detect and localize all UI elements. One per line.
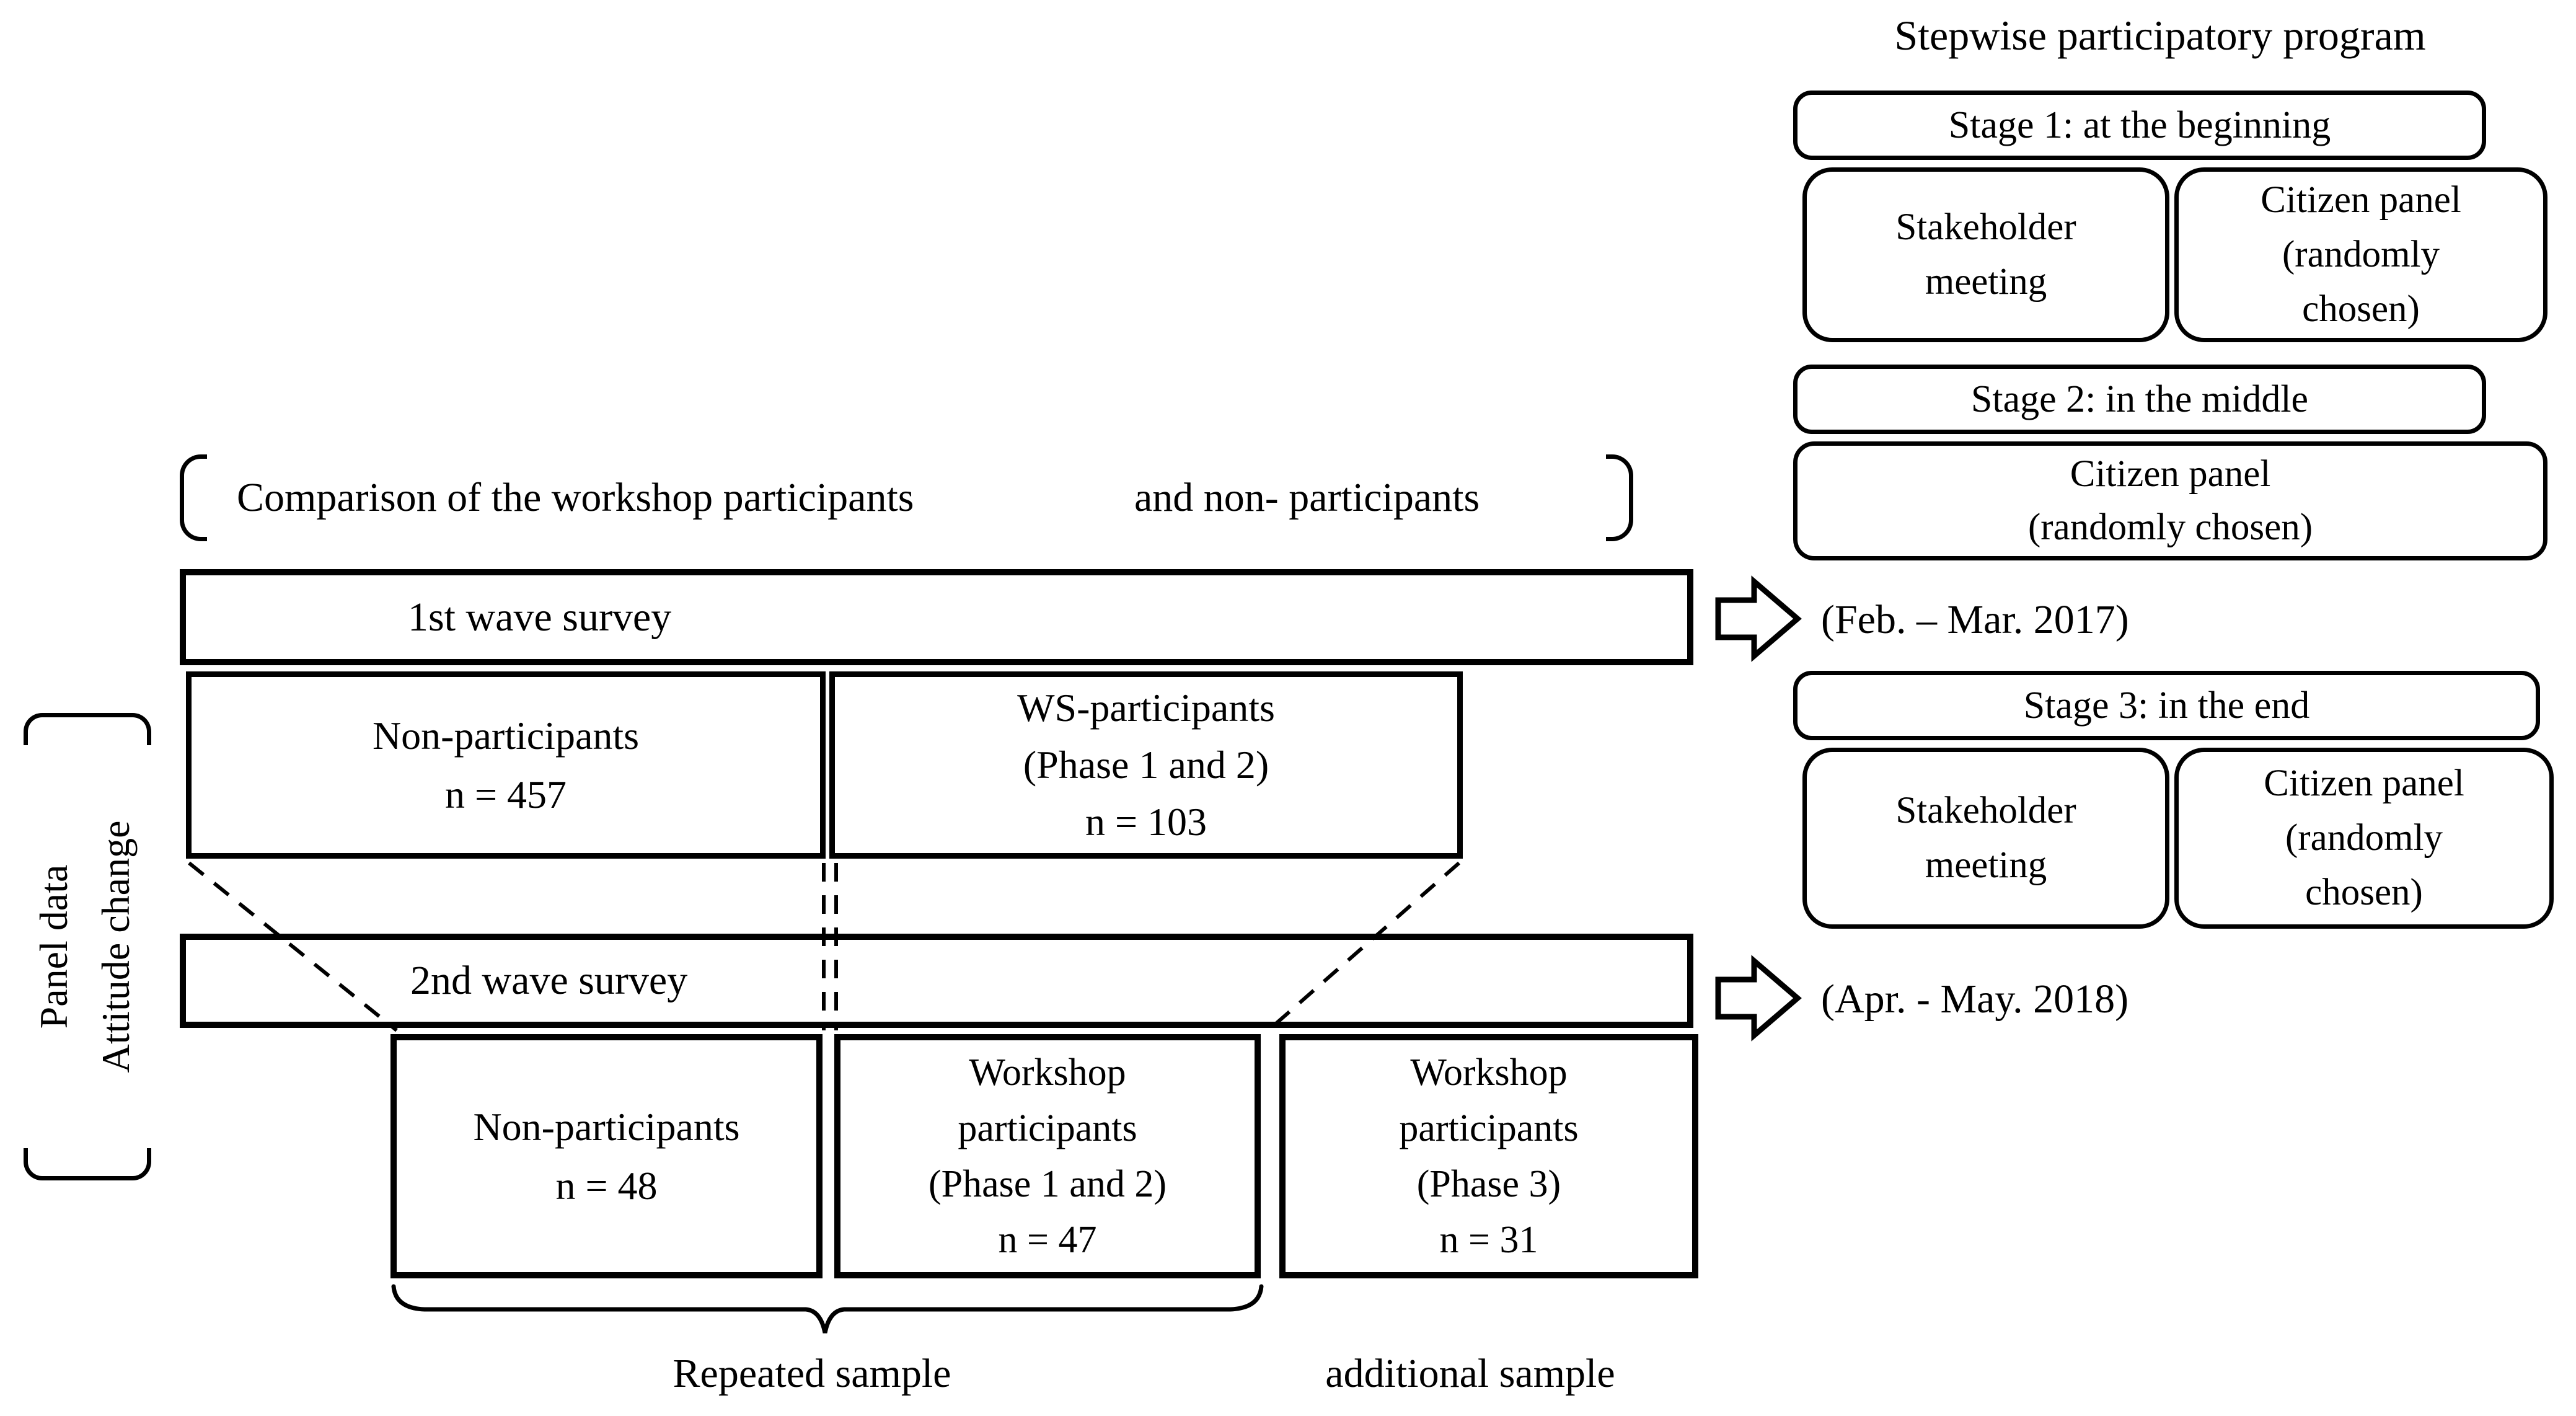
wave2-ws-phase12-box: Workshop participants (Phase 1 and 2) n … [834,1034,1261,1278]
panel-data-line: Panel data [32,864,76,1029]
panel-bracket-bottom-icon [24,1148,151,1180]
wave1-right-arrow-icon [1715,575,1802,662]
wave1-date-label: (Feb. – Mar. 2017) [1821,597,2129,642]
comparison-bracket-right-icon [1606,454,1633,541]
wave2-ws12-line2: participants [958,1107,1137,1149]
stage1-stakeholder-meeting-box: Stakeholder meeting [1802,167,2169,342]
wave2-bar: 2nd wave survey [180,934,1693,1028]
stage3-citizen-line3: chosen) [2305,872,2423,913]
comparison-row: Comparison of the workshop participants … [180,454,1633,541]
stage1-header-label: Stage 1: at the beginning [1948,104,2331,146]
wave2-np-line1: Non-participants [473,1105,740,1149]
wave2-date-label: (Apr. - May. 2018) [1821,976,2129,1022]
wave1-ws-line2: (Phase 1 and 2) [1023,743,1269,787]
stage2-header-box: Stage 2: in the middle [1793,365,2486,434]
wave1-bar: 1st wave survey [180,569,1693,665]
comparison-text-right: and non- participants [1134,475,1480,520]
wave2-ws12-count: n = 47 [998,1219,1097,1261]
wave2-ws3-count: n = 31 [1439,1219,1538,1261]
wave1-np-line1: Non-participants [372,714,640,758]
wave1-ws-count: n = 103 [1085,800,1207,844]
wave2-ws3-line2: participants [1399,1107,1579,1149]
stage3-header-label: Stage 3: in the end [2023,684,2310,727]
wave2-ws12-line3: (Phase 1 and 2) [929,1163,1167,1205]
stage2-header-label: Stage 2: in the middle [1970,378,2309,420]
panel-bracket-top-icon [24,713,151,745]
attitude-change-line: Attitude change [94,820,138,1073]
wave2-bar-label: 2nd wave survey [410,958,688,1003]
stage3-stakeholder-line1: Stakeholder [1895,790,2076,831]
stage3-stakeholder-line2: meeting [1925,844,2047,886]
stage3-citizen-panel-box: Citizen panel (randomly chosen) [2174,748,2554,929]
stage3-citizen-line2: (randomly [2285,817,2443,859]
wave2-non-participants-box: Non-participants n = 48 [390,1034,823,1278]
wave1-ws-line1: WS-participants [1017,686,1275,730]
comparison-bracket-left-icon [180,454,207,541]
stage2-citizen-line2: (randomly chosen) [2027,507,2313,548]
stage3-header-box: Stage 3: in the end [1793,671,2540,740]
repeated-sample-brace-icon [391,1284,1264,1334]
wave2-ws-phase3-box: Workshop participants (Phase 3) n = 31 [1279,1034,1698,1278]
stage3-stakeholder-meeting-box: Stakeholder meeting [1802,748,2169,929]
wave2-np-count: n = 48 [555,1164,658,1208]
repeated-sample-label: Repeated sample [673,1351,951,1396]
stage1-citizen-line3: chosen) [2302,288,2420,330]
stage1-citizen-line1: Citizen panel [2261,179,2461,221]
stage2-citizen-panel-box: Citizen panel (randomly chosen) [1793,441,2547,560]
stage1-stakeholder-line1: Stakeholder [1895,206,2076,248]
wave2-right-arrow-icon [1715,955,1802,1042]
stage1-header-box: Stage 1: at the beginning [1793,91,2486,160]
stage3-citizen-line1: Citizen panel [2264,763,2464,804]
stage1-citizen-panel-box: Citizen panel (randomly chosen) [2174,167,2547,342]
stage2-citizen-line1: Citizen panel [2070,453,2271,495]
wave2-ws12-line1: Workshop [969,1051,1126,1094]
wave2-ws3-line3: (Phase 3) [1416,1163,1561,1205]
wave1-non-participants-box: Non-participants n = 457 [186,671,826,859]
wave1-np-count: n = 457 [444,772,567,816]
wave2-ws3-line1: Workshop [1410,1051,1568,1094]
panel-data-attitude-change-label: Panel data Attitude change [23,745,153,1148]
stage1-stakeholder-line2: meeting [1925,261,2047,303]
program-title: Stepwise participatory program [1894,12,2426,59]
wave1-ws-participants-box: WS-participants (Phase 1 and 2) n = 103 [829,671,1463,859]
comparison-text-left: Comparison of the workshop participants [237,475,914,520]
stage1-citizen-line2: (randomly [2282,234,2440,275]
wave1-bar-label: 1st wave survey [408,594,672,640]
additional-sample-label: additional sample [1325,1351,1615,1396]
